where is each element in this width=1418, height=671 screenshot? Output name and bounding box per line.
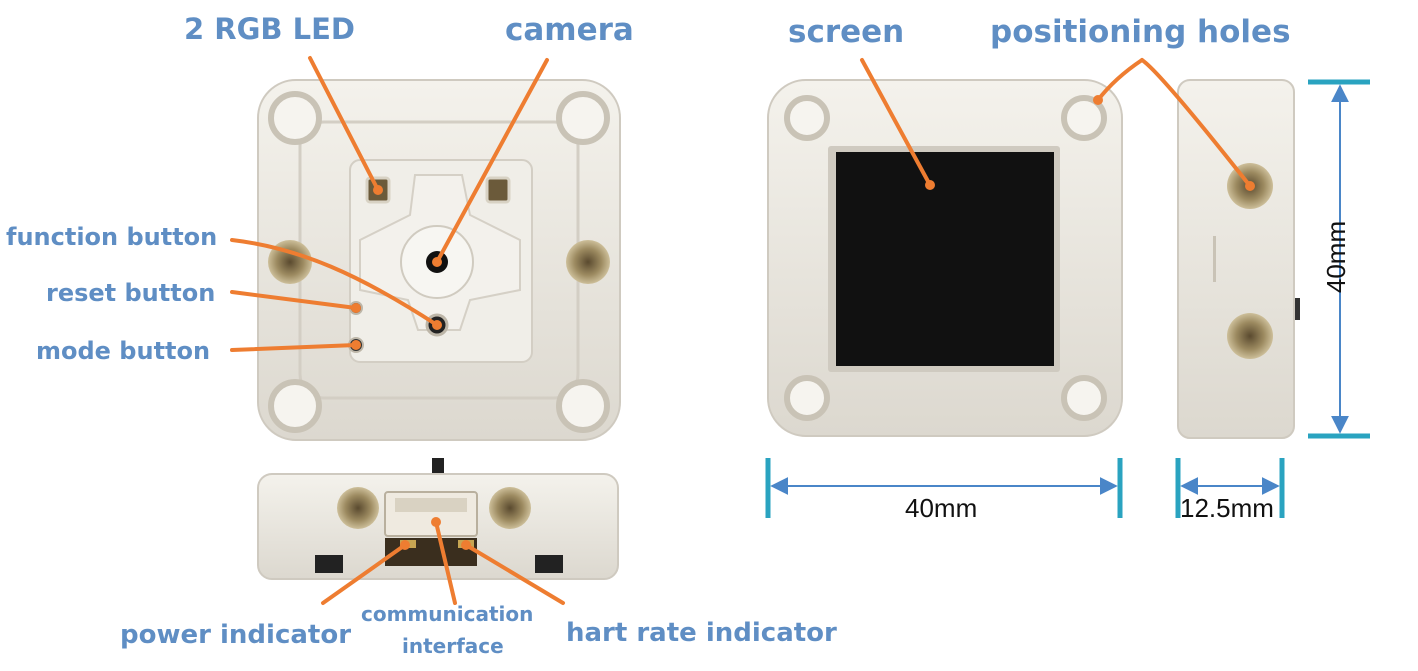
dimension-lines	[765, 79, 1370, 518]
front-width-dimension: 40mm	[905, 493, 978, 523]
reset-button-label: reset button	[46, 279, 216, 307]
communication-interface-label-line2: interface	[402, 634, 504, 658]
camera-label: camera	[505, 12, 634, 48]
mode-button-label: mode button	[36, 337, 211, 365]
module-front-view	[767, 79, 1123, 437]
power-indicator-label: power indicator	[120, 620, 352, 650]
leader-lines	[230, 56, 1252, 605]
function-button-label: function button	[6, 223, 218, 251]
side-depth-dimension: 12.5mm	[1180, 493, 1274, 523]
screen-label: screen	[788, 14, 905, 50]
rgb-led-right	[485, 176, 511, 204]
height-dimension: 40mm	[1321, 220, 1351, 294]
module-side-view	[1177, 79, 1300, 439]
screen-panel	[836, 152, 1054, 366]
leader-dots	[351, 95, 1255, 550]
positioning-hole-lower	[1227, 313, 1273, 359]
rgb-led-label: 2 RGB LED	[184, 12, 355, 46]
hart-rate-indicator-label: hart rate indicator	[566, 618, 837, 648]
communication-interface-label-line1: communication	[361, 602, 534, 626]
positioning-holes-label: positioning holes	[990, 14, 1291, 50]
